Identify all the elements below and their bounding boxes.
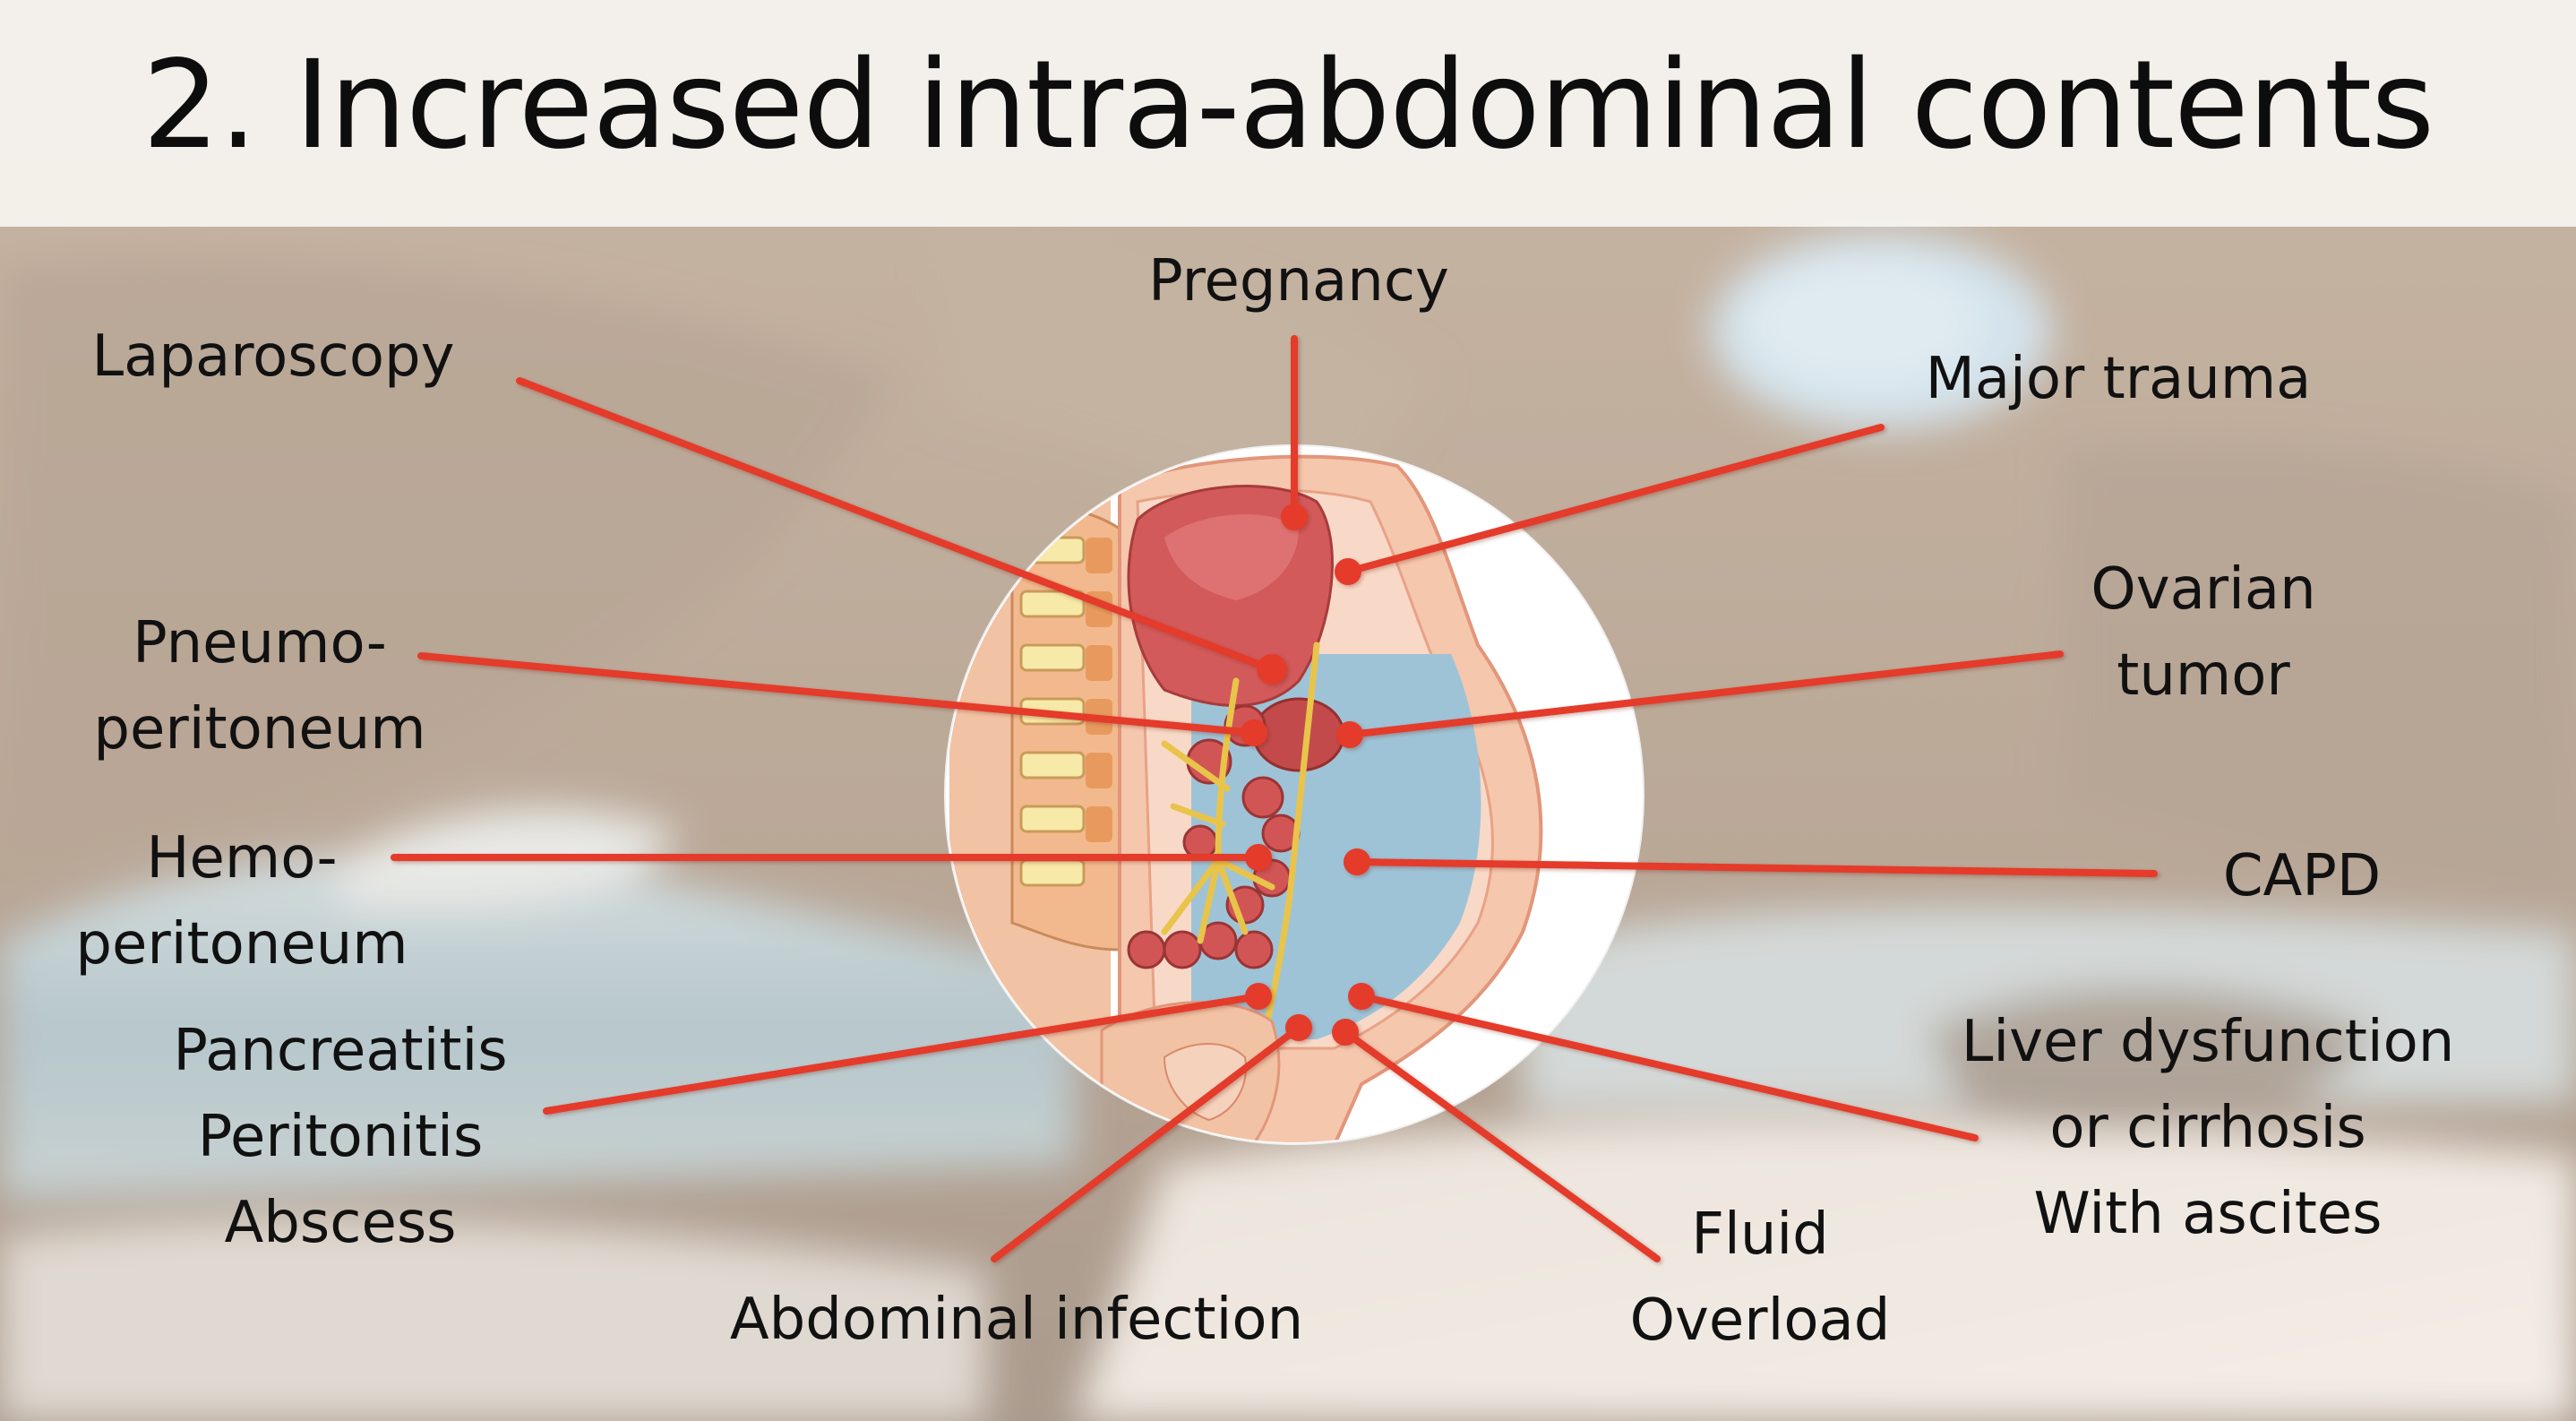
arrow-origin-liver <box>1348 983 1375 1010</box>
arrow-origin-abdominal-infection <box>1285 1014 1312 1041</box>
slide-title: 2. Increased intra-abdominal contents <box>142 35 2434 177</box>
label-capd: CAPD <box>2222 843 2382 909</box>
arrow-origin-ovarian-tumor <box>1336 721 1363 748</box>
arrow-fluid-overload <box>1342 1029 1661 1262</box>
label-pregnancy: Pregnancy <box>1148 248 1449 314</box>
arrow-ovarian-tumor <box>1346 650 2064 738</box>
arrow-origin-fluid-overload <box>1332 1019 1359 1046</box>
arrow-major-trauma <box>1344 424 1885 575</box>
arrow-origin-pregnancy <box>1281 504 1308 530</box>
label-fluid-overload: Fluid Overload <box>1629 1201 1891 1354</box>
arrow-capd <box>1353 858 2158 878</box>
title-band <box>0 0 2576 227</box>
arrow-origin-major-trauma <box>1335 558 1361 585</box>
arrow-origin-laparoscopy <box>1257 654 1287 685</box>
label-pancreatitis: Pancreatitis Peritonitis Abscess <box>173 1018 508 1256</box>
label-liver: Liver dysfunction or cirrhosis With asci… <box>1961 1009 2455 1247</box>
arrow-origin-pneumoperitoneum <box>1241 719 1267 746</box>
label-abdominal-infection: Abdominal infection <box>729 1287 1304 1353</box>
arrow-laparoscopy <box>516 377 1275 673</box>
label-hemoperitoneum: Hemo- peritoneum <box>75 825 408 977</box>
arrow-origin-capd <box>1344 848 1370 875</box>
arrow-abdominal-infection <box>991 1024 1302 1262</box>
arrow-pneumoperitoneum <box>417 652 1258 736</box>
arrow-origin-hemoperitoneum <box>1245 844 1272 871</box>
abdomen-illustration <box>949 454 1543 1142</box>
arrows <box>391 335 2158 1262</box>
label-major-trauma: Major trauma <box>1925 346 2312 412</box>
arrow-origin-pancreatitis <box>1245 983 1272 1010</box>
label-ovarian-tumor: Ovarian tumor <box>2091 556 2316 709</box>
label-pneumoperitoneum: Pneumo- peritoneum <box>93 610 426 762</box>
label-laparoscopy: Laparoscopy <box>91 323 455 390</box>
arrow-pancreatitis <box>543 993 1262 1115</box>
arrow-liver <box>1358 993 1979 1141</box>
